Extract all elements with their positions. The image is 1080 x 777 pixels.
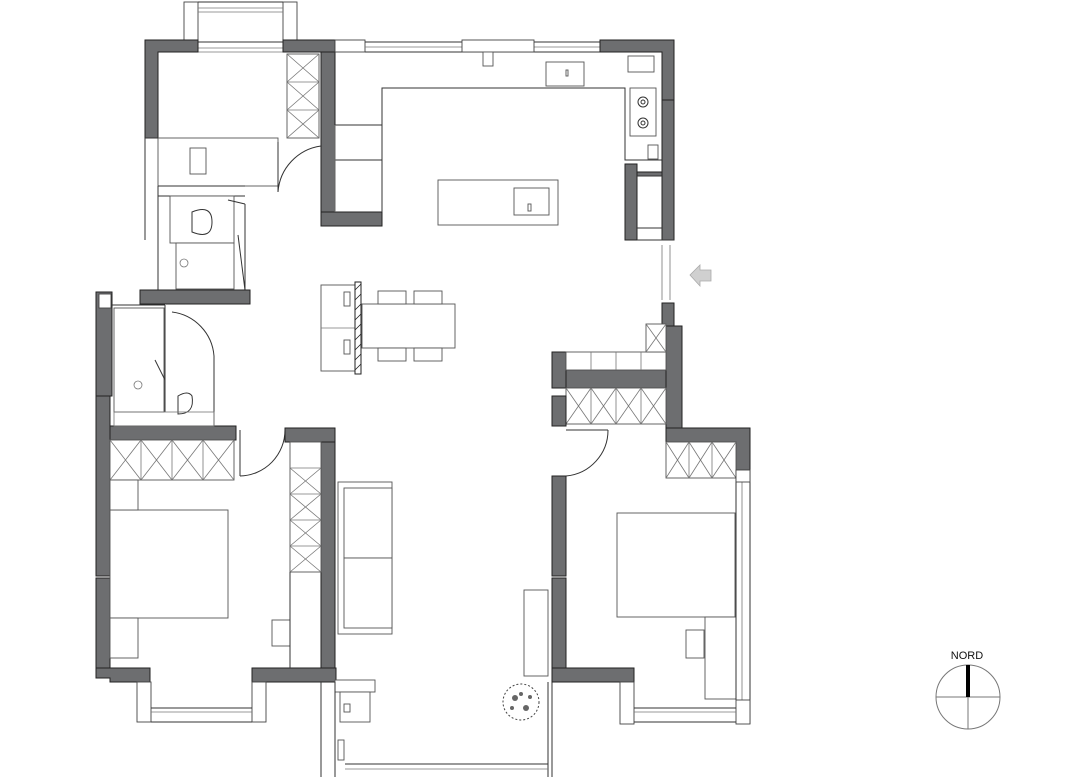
- plant-icon: [502, 683, 540, 721]
- north-compass: NORD: [935, 650, 1001, 730]
- bathroom-upper: [139, 185, 251, 305]
- living-area: [320, 481, 553, 777]
- compass-label: NORD: [951, 650, 983, 662]
- entrance-arrow: [661, 245, 712, 300]
- bedroom-right: [551, 302, 751, 725]
- dining-area: [320, 281, 456, 375]
- bathroom-lower: [95, 291, 237, 441]
- bedroom-left: [95, 395, 337, 723]
- kitchen: [334, 39, 675, 241]
- top-left-room: [144, 1, 383, 240]
